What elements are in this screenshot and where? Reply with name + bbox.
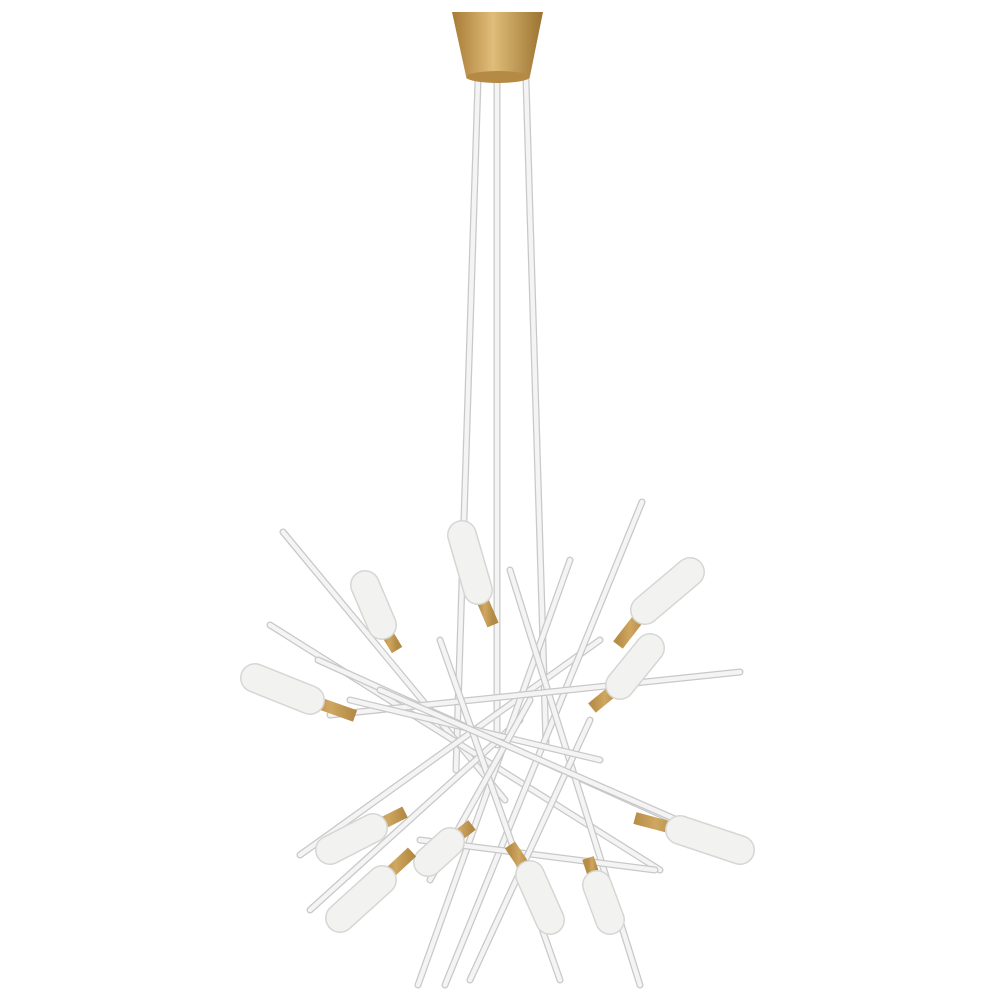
canopy-rim [466,71,530,83]
glass-shade [316,814,387,864]
arm-rod [297,637,603,858]
lamps [240,520,755,935]
arms [266,498,754,989]
suspension-rod [453,77,481,773]
lamp [613,557,705,649]
glass-shade [414,828,464,876]
glass-shade [241,664,324,714]
arm-rod [327,669,743,718]
glass-shade [448,521,492,604]
glass-shade [351,571,396,639]
canopy-body [452,12,543,80]
glass-shade [326,866,396,932]
glass-shade [631,558,704,624]
lamp [240,663,358,722]
lamp [447,520,499,628]
lamp [505,841,565,935]
lamp [582,856,625,935]
arm-rod [307,717,523,913]
lamp [413,820,476,877]
lamp [315,806,408,865]
glass-shade [666,816,754,864]
lamp [633,812,755,865]
arm-rod [467,717,593,983]
arm-rod [280,529,508,803]
arm-rod [377,687,703,833]
suspension-rods [452,76,550,774]
glass-shade [606,634,664,699]
lamp [350,570,403,654]
glass-shade [516,861,564,934]
lamp [325,847,417,933]
glass-shade [583,871,624,934]
arm-rod [415,557,573,988]
canopy [452,12,543,83]
lamp [588,633,665,713]
